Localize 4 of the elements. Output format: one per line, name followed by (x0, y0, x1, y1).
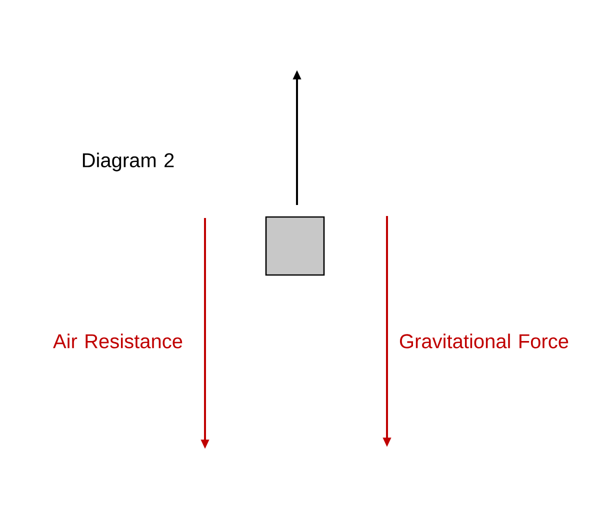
force-label: Gravitational Force (400, 334, 568, 348)
force-label: Air Resistance (53, 334, 182, 348)
block (265, 216, 325, 276)
heading: Diagram 2 (82, 152, 174, 172)
